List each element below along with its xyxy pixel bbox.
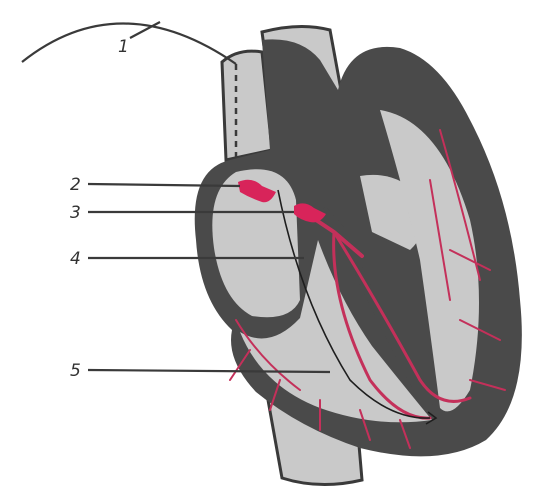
label-4: 4: [70, 249, 81, 269]
label-2: 2: [70, 175, 81, 195]
arc-leader-1: [22, 23, 236, 64]
label-1: 1: [118, 37, 129, 57]
label-3: 3: [70, 203, 81, 223]
label-5: 5: [70, 361, 81, 381]
